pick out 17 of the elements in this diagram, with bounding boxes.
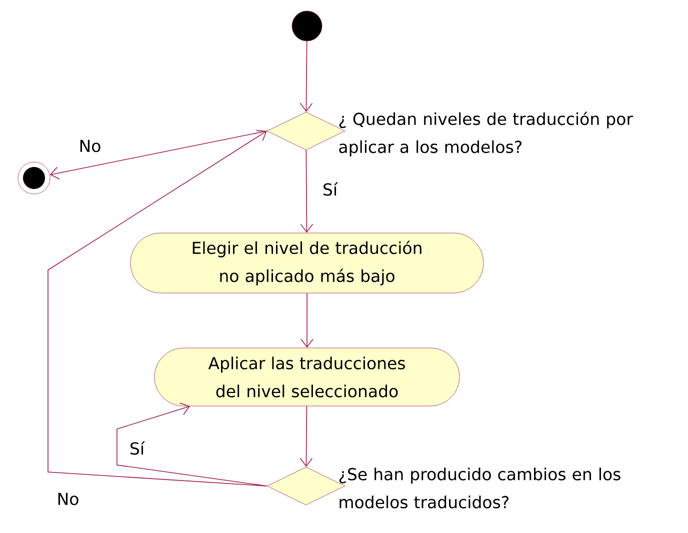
activity-box: Elegir el nivel de traducción no aplicado más bajo bbox=[130, 232, 484, 294]
activity-box: Aplicar las traducciones del nivel seleccionado bbox=[154, 348, 460, 406]
arrow bbox=[300, 292, 314, 348]
edge-label: No bbox=[78, 138, 102, 154]
arrow bbox=[300, 406, 313, 467]
arrow bbox=[300, 40, 313, 112]
question-text: ¿ Quedan niveles de traducción por aplicar a los modelos? bbox=[339, 112, 633, 156]
arrow bbox=[116, 402, 268, 486]
edge-label: Sí bbox=[321, 181, 339, 197]
edge-label: No bbox=[56, 492, 80, 506]
arrow bbox=[50, 130, 268, 180]
edge-label: Sí bbox=[128, 440, 146, 456]
arrow bbox=[300, 150, 314, 233]
final-node bbox=[18, 162, 50, 194]
arrow bbox=[48, 130, 268, 486]
start-node bbox=[292, 10, 322, 42]
question-text: ¿Se han producido cambios en los modelos traducidos? bbox=[339, 468, 620, 508]
